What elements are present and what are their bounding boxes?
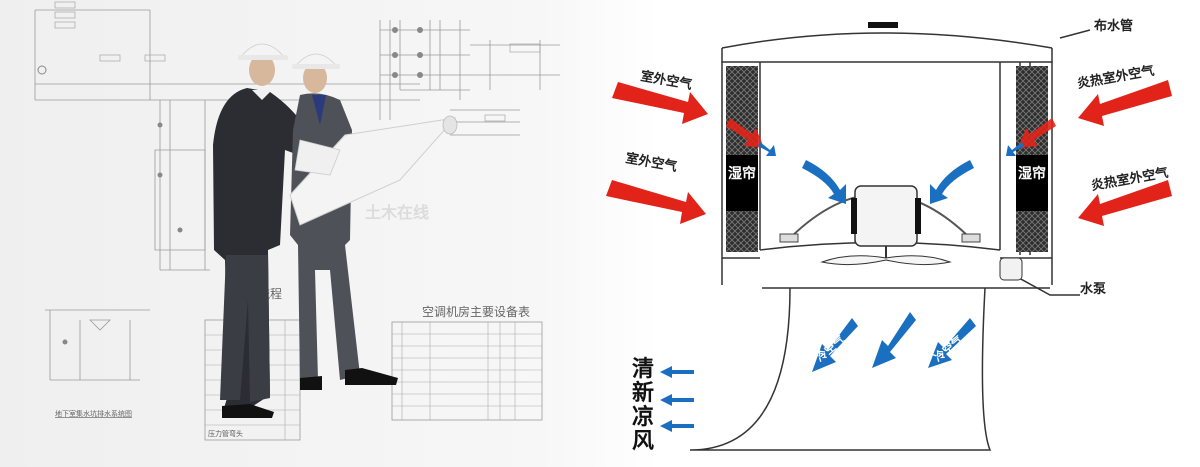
label-water-pump: 水泵: [1080, 281, 1106, 297]
schematic-nodes: [37, 27, 423, 345]
sump-caption: 地下室集水坑排水系统图: [55, 409, 132, 418]
fresh-cool-air-char: 清: [632, 356, 654, 382]
valve-row-label: 压力管弯头: [208, 429, 243, 438]
top-vent: [868, 22, 898, 28]
blueprint-panel: 空调机房主要设备表 压力管弯头 流程 地下室集水坑排水系统图 土木在线: [34, 1, 560, 441]
water-pump: [999, 257, 1023, 281]
engineer-left: [213, 43, 330, 418]
wet-curtain-right-label: 湿帘: [1018, 165, 1046, 182]
cool-air-arrows: [660, 142, 1024, 432]
label-fresh-cool-air: 清 新 凉 风: [632, 356, 654, 454]
fresh-cool-air-char: 新: [632, 380, 654, 406]
cooler-diagram: 湿帘 湿帘: [606, 18, 1172, 454]
equipment-table: 空调机房主要设备表: [391, 304, 543, 421]
watermark: 土木在线: [365, 203, 429, 222]
label-outdoor-air-top: 室外空气: [639, 68, 693, 93]
fresh-cool-air-char: 凉: [632, 404, 654, 430]
label-hot-outdoor-air-top: 炎热室外空气: [1076, 63, 1156, 92]
label-outdoor-air-bottom: 室外空气: [624, 150, 678, 175]
wet-curtain-left-label: 湿帘: [728, 165, 756, 182]
rolled-blueprint: [289, 115, 458, 226]
fan-motor: [779, 185, 981, 266]
label-water-pipe: 布水管: [1094, 18, 1133, 34]
hot-air-arrows: [606, 80, 1172, 226]
schematic-tags: [54, 1, 541, 122]
fresh-cool-air-char: 风: [632, 429, 654, 454]
equipment-table-title: 空调机房主要设备表: [422, 304, 530, 319]
wet-curtain-left-tag: [726, 155, 758, 211]
schematic-lines: [34, 9, 560, 381]
wet-curtain-right-tag: [1016, 155, 1048, 211]
